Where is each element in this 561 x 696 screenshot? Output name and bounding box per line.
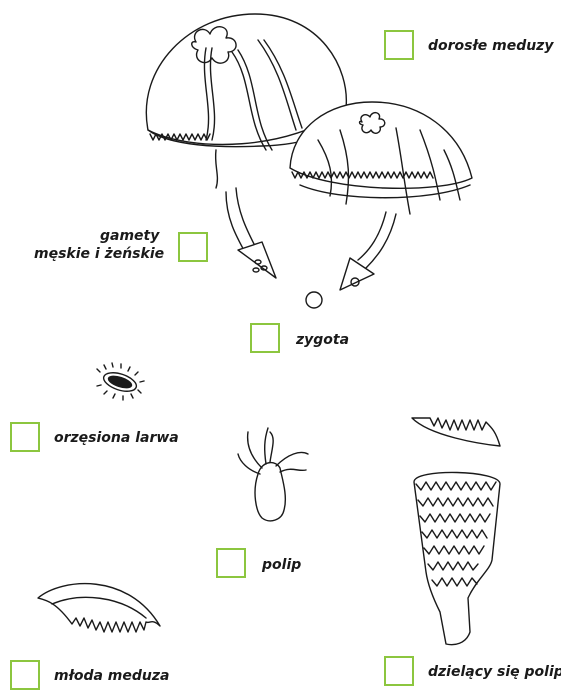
- label-gametes-line1: gamety: [100, 228, 159, 245]
- checkbox-adults[interactable]: [384, 30, 414, 60]
- arrow-to-gametes-right: [340, 212, 396, 290]
- young-medusa-figure: [38, 584, 160, 632]
- label-zygote: zygota: [296, 332, 349, 349]
- dividing-polyp-figure: [412, 418, 500, 645]
- zygote-cell: [306, 292, 322, 308]
- checkbox-dividing-polyp[interactable]: [384, 656, 414, 686]
- checkbox-polyp[interactable]: [216, 548, 246, 578]
- adult-medusa-right: [290, 102, 472, 214]
- label-dividing-polyp: dzielący się polip: [428, 664, 561, 681]
- checkbox-young-medusa[interactable]: [10, 660, 40, 690]
- checkbox-gametes[interactable]: [178, 232, 208, 262]
- label-adults: dorosłe meduzy: [428, 38, 553, 55]
- checkbox-zygote[interactable]: [250, 323, 280, 353]
- arrow-to-gametes: [226, 188, 276, 278]
- checkbox-larva[interactable]: [10, 422, 40, 452]
- label-young-medusa: młoda meduza: [54, 668, 169, 685]
- ciliated-larva: [97, 363, 144, 400]
- polyp-figure: [238, 428, 308, 521]
- label-larva: orzęsiona larwa: [54, 430, 179, 447]
- label-polyp: polip: [262, 557, 301, 574]
- label-gametes-line2: męskie i żeńskie: [34, 246, 164, 263]
